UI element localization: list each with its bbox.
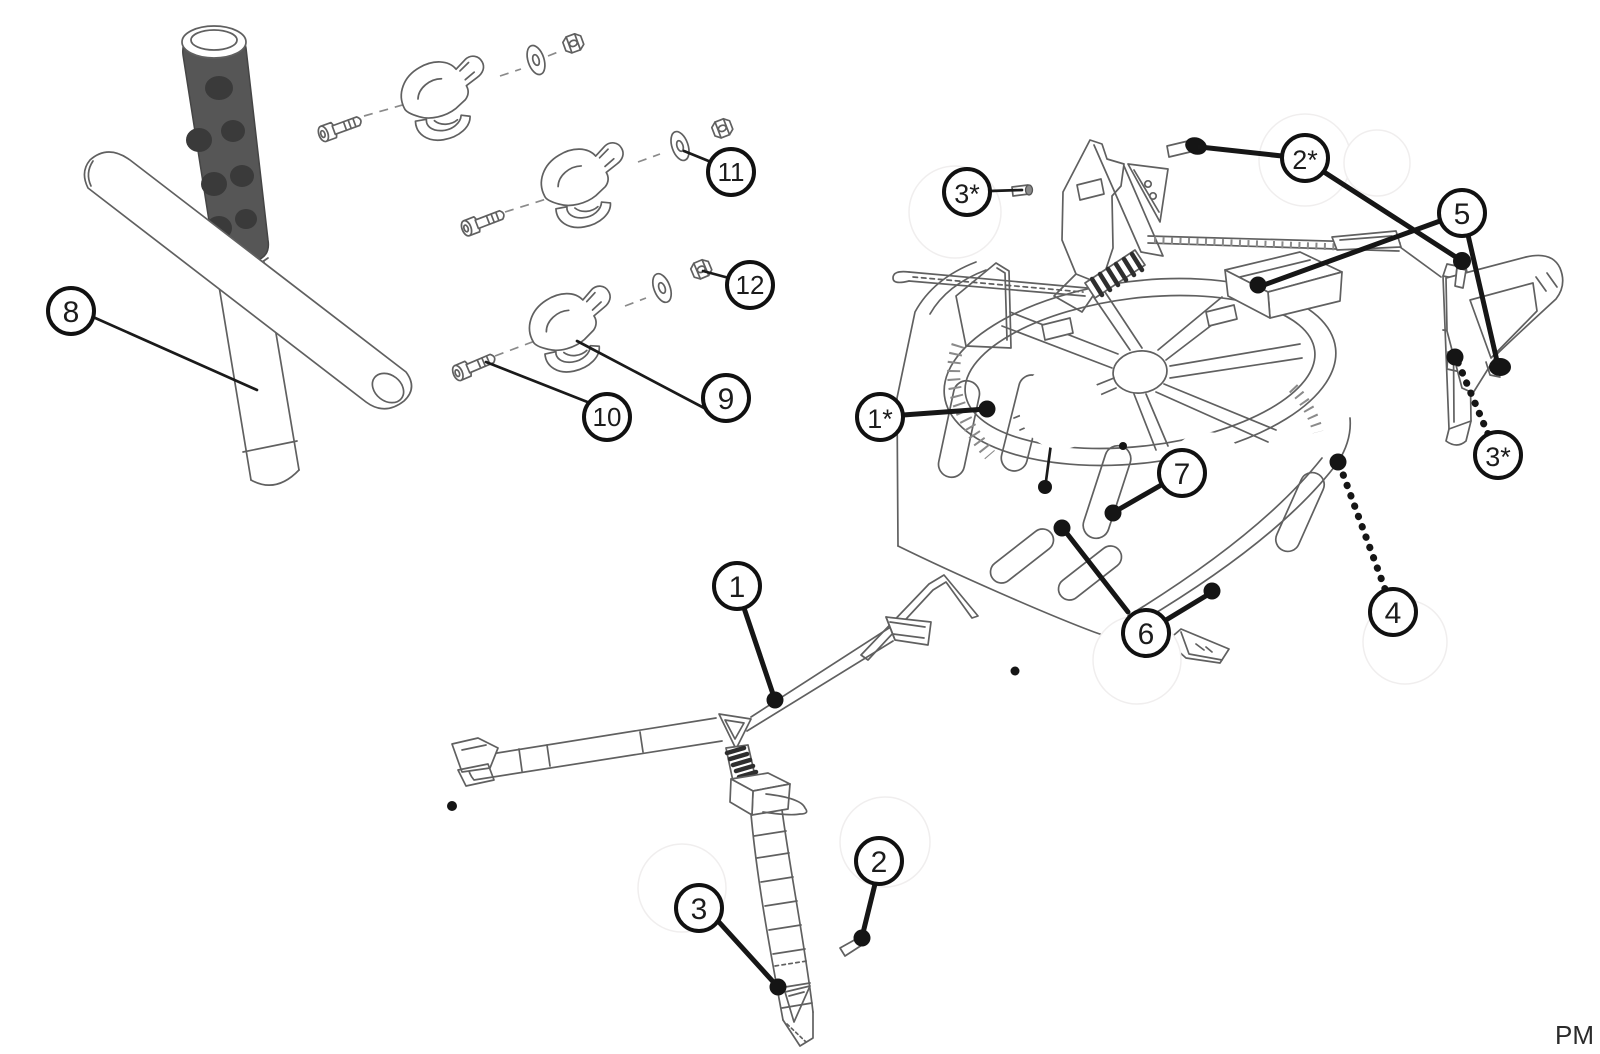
ratchet-strap-belt xyxy=(750,809,814,1047)
balloon-3star-left: 3* xyxy=(942,167,992,217)
balloon-7-label: 7 xyxy=(1174,458,1191,491)
balloon-7: 7 xyxy=(1157,448,1207,498)
main-frame-assembly xyxy=(860,139,1564,676)
balloon-3star-right-label: 3* xyxy=(1485,442,1511,472)
balloon-12: 12 xyxy=(725,260,775,310)
clamp-assembly-middle xyxy=(458,116,736,239)
handle-assembly xyxy=(83,25,413,487)
installed-bolt-2star xyxy=(1454,267,1467,289)
footer-watermark-text: PM xyxy=(1555,1020,1594,1050)
callouts: 8 9 10 11 12 1 2 3 xyxy=(46,133,1523,996)
balloon-4-label: 4 xyxy=(1385,597,1402,630)
balloon-5: 5 xyxy=(1437,188,1487,238)
handle-crossbar-tube xyxy=(83,151,413,410)
leader-10 xyxy=(484,360,592,405)
balloon-2-label: 2 xyxy=(871,846,888,879)
balloon-11-label: 11 xyxy=(718,157,745,187)
balloon-3star-right: 3* xyxy=(1473,430,1523,480)
leader-3 xyxy=(715,918,780,989)
balloon-4: 4 xyxy=(1368,587,1418,637)
frame-tower-bracket xyxy=(1053,139,1169,313)
leader-7 xyxy=(1113,481,1166,514)
leader-1 xyxy=(741,605,778,703)
balloon-6: 6 xyxy=(1121,608,1171,658)
leader-4 xyxy=(1336,462,1389,593)
balloon-2star-label: 2* xyxy=(1292,145,1318,175)
leader-dots xyxy=(766,252,1471,996)
balloon-1star-label: 1* xyxy=(867,404,893,434)
ratchet-buckle xyxy=(724,744,808,816)
leader-2 xyxy=(859,881,878,940)
balloon-12-label: 12 xyxy=(736,270,765,300)
clamp-assembly-bottom xyxy=(449,256,715,383)
frame-wing-bracket xyxy=(1445,254,1564,394)
leader-12 xyxy=(701,269,731,280)
balloon-5-label: 5 xyxy=(1454,198,1471,231)
balloon-6-label: 6 xyxy=(1138,618,1155,651)
loose-bolt-2star xyxy=(1166,137,1207,158)
leader-3star-left xyxy=(988,188,1024,193)
leader-6 xyxy=(1062,528,1212,623)
balloon-10-label: 10 xyxy=(593,402,622,432)
balloon-8: 8 xyxy=(46,286,96,336)
balloon-8-label: 8 xyxy=(63,296,80,329)
frame-spring-strap xyxy=(892,249,1146,349)
leader-11 xyxy=(682,149,713,164)
clamp-assembly-top xyxy=(315,31,586,151)
balloon-1: 1 xyxy=(712,561,762,611)
balloon-1star: 1* xyxy=(855,392,905,442)
balloon-9-label: 9 xyxy=(718,383,735,416)
wing-bolt-head xyxy=(1489,358,1511,376)
leader-1star xyxy=(900,406,989,418)
leader-8 xyxy=(91,315,259,392)
leader-5 xyxy=(1258,218,1500,364)
frame-oval-ring xyxy=(943,277,1337,467)
crossbar-strap-assembly xyxy=(447,616,932,1047)
balloon-10: 10 xyxy=(582,392,632,442)
balloon-3: 3 xyxy=(674,883,724,933)
frame-feet xyxy=(860,574,1230,664)
handle-grip xyxy=(181,25,270,265)
balloon-2star: 2* xyxy=(1280,133,1330,183)
leader-2star xyxy=(1197,144,1465,264)
balloon-2: 2 xyxy=(854,836,904,886)
balloon-1-label: 1 xyxy=(729,571,746,604)
balloon-3star-left-label: 3* xyxy=(954,179,980,209)
balloon-9: 9 xyxy=(701,373,751,423)
leader-3star-right xyxy=(1453,356,1492,438)
balloon-3-label: 3 xyxy=(691,893,708,926)
leader-9 xyxy=(575,339,708,411)
balloon-11: 11 xyxy=(706,147,756,197)
